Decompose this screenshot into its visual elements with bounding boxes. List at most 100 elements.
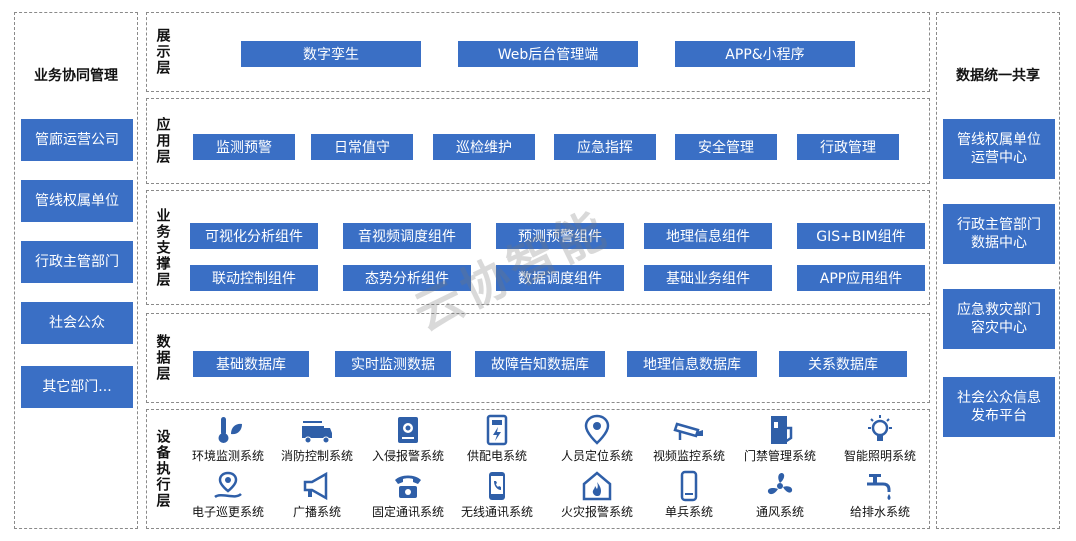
water-valve-icon	[867, 474, 891, 500]
right-item-1[interactable]: 行政主管部门 数据中心	[943, 204, 1055, 264]
support-item-r1-4[interactable]: GIS+BIM组件	[797, 223, 925, 249]
device-wireless-comm[interactable]: 无线通讯系统	[449, 470, 545, 520]
right-item-3[interactable]: 社会公众信息 发布平台	[943, 377, 1055, 437]
device-intrusion-alarm[interactable]: 入侵报警系统	[360, 414, 456, 464]
right-item-2[interactable]: 应急救灾部门 容灾中心	[943, 289, 1055, 349]
display-item-1[interactable]: Web后台管理端	[458, 41, 638, 67]
right-item-0-line2: 运营中心	[971, 150, 1027, 166]
device-video-surveillance[interactable]: 视频监控系统	[641, 414, 737, 464]
support-item-r2-0[interactable]: 联动控制组件	[190, 265, 318, 291]
data-item-3[interactable]: 地理信息数据库	[627, 351, 757, 377]
device-e-patrol[interactable]: 电子巡更系统	[180, 470, 276, 520]
right-item-1-line1: 行政主管部门	[957, 217, 1041, 233]
left-panel-title: 业务协同管理	[34, 68, 118, 84]
fan-icon	[767, 473, 793, 495]
support-item-r1-3[interactable]: 地理信息组件	[644, 223, 772, 249]
device-layer-label: 设备执行层	[154, 429, 171, 509]
device-label: 门禁管理系统	[743, 449, 816, 463]
device-fire-control[interactable]: 消防控制系统	[269, 414, 365, 464]
app-item-4[interactable]: 安全管理	[675, 134, 777, 160]
business-support-layer-label: 业务支撑层	[154, 207, 171, 288]
desk-phone-icon	[395, 475, 421, 498]
right-item-1-line2: 数据中心	[971, 235, 1027, 251]
device-environment[interactable]: 环境监测系统	[180, 414, 276, 464]
data-layer: 数据层 基础数据库 实时监测数据 故障告知数据库 地理信息数据库 关系数据库	[146, 313, 930, 403]
data-item-0[interactable]: 基础数据库	[193, 351, 309, 377]
device-label: 固定通讯系统	[371, 505, 444, 519]
support-item-r2-3[interactable]: 基础业务组件	[644, 265, 772, 291]
right-item-3-line1: 社会公众信息	[957, 390, 1041, 406]
power-meter-icon	[486, 414, 508, 446]
mobile-phone-icon	[489, 472, 505, 500]
left-item-4[interactable]: 其它部门...	[21, 366, 133, 408]
support-item-r2-1[interactable]: 态势分析组件	[343, 265, 471, 291]
right-item-2-line1: 应急救灾部门	[957, 302, 1041, 318]
megaphone-icon	[303, 471, 328, 501]
application-layer: 应用层 监测预警 日常值守 巡检维护 应急指挥 安全管理 行政管理	[146, 98, 930, 184]
device-water-supply[interactable]: 给排水系统	[832, 470, 928, 520]
device-label: 电子巡更系统	[191, 505, 264, 519]
support-item-r1-0[interactable]: 可视化分析组件	[190, 223, 318, 249]
support-item-r2-4[interactable]: APP应用组件	[797, 265, 925, 291]
device-fixed-comm[interactable]: 固定通讯系统	[360, 470, 456, 520]
device-label: 智能照明系统	[843, 449, 916, 463]
alarm-panel-icon	[398, 417, 418, 443]
device-label: 消防控制系统	[280, 449, 353, 463]
right-item-0-line1: 管线权属单位	[957, 132, 1041, 148]
location-pin-icon	[584, 414, 610, 445]
device-smart-lighting[interactable]: 智能照明系统	[832, 414, 928, 464]
support-item-r2-2[interactable]: 数据调度组件	[496, 265, 624, 291]
data-item-2[interactable]: 故障告知数据库	[475, 351, 605, 377]
display-layer: 展示层 数字孪生 Web后台管理端 APP&小程序	[146, 12, 930, 92]
right-panel: 数据统一共享 管线权属单位 运营中心 行政主管部门 数据中心 应急救灾部门 容灾…	[936, 12, 1060, 529]
left-item-2[interactable]: 行政主管部门	[21, 241, 133, 283]
cctv-camera-icon	[673, 422, 703, 440]
application-layer-label: 应用层	[154, 117, 171, 165]
device-label: 供配电系统	[466, 449, 527, 463]
display-item-0[interactable]: 数字孪生	[241, 41, 421, 67]
light-bulb-icon	[868, 415, 892, 441]
access-door-icon	[771, 416, 793, 444]
device-label: 通风系统	[755, 505, 804, 519]
device-label: 入侵报警系统	[371, 449, 444, 463]
device-layer: 设备执行层 环境监测系统 消防控制系统 入侵报警系统 供配电系统 人员定位系统 …	[146, 409, 930, 529]
right-panel-title: 数据统一共享	[956, 68, 1040, 84]
display-item-2[interactable]: APP&小程序	[675, 41, 855, 67]
left-item-0[interactable]: 管廊运营公司	[21, 119, 133, 161]
device-ventilation[interactable]: 通风系统	[732, 470, 828, 520]
display-layer-label: 展示层	[154, 28, 171, 76]
app-item-3[interactable]: 应急指挥	[554, 134, 656, 160]
fire-truck-icon	[302, 421, 332, 444]
device-label: 火灾报警系统	[560, 505, 633, 519]
handheld-device-icon	[680, 470, 698, 502]
support-item-r1-1[interactable]: 音视频调度组件	[343, 223, 471, 249]
device-fire-alarm[interactable]: 火灾报警系统	[549, 470, 645, 520]
left-item-3[interactable]: 社会公众	[21, 302, 133, 344]
device-label: 视频监控系统	[652, 449, 725, 463]
business-support-layer: 业务支撑层 可视化分析组件 音视频调度组件 预测预警组件 地理信息组件 GIS+…	[146, 190, 930, 305]
data-item-4[interactable]: 关系数据库	[779, 351, 907, 377]
left-item-1[interactable]: 管线权属单位	[21, 180, 133, 222]
device-label: 人员定位系统	[560, 449, 633, 463]
support-item-r1-2[interactable]: 预测预警组件	[496, 223, 624, 249]
app-item-1[interactable]: 日常值守	[311, 134, 413, 160]
app-item-2[interactable]: 巡检维护	[433, 134, 535, 160]
right-item-3-line2: 发布平台	[971, 408, 1027, 424]
device-broadcast[interactable]: 广播系统	[269, 470, 365, 520]
device-label: 广播系统	[292, 505, 341, 519]
app-item-0[interactable]: 监测预警	[193, 134, 295, 160]
data-layer-label: 数据层	[154, 334, 171, 382]
data-item-1[interactable]: 实时监测数据	[335, 351, 451, 377]
device-power[interactable]: 供配电系统	[449, 414, 545, 464]
patrol-route-icon	[214, 471, 242, 499]
right-item-0[interactable]: 管线权属单位 运营中心	[943, 119, 1055, 179]
device-label: 给排水系统	[849, 505, 910, 519]
device-label: 无线通讯系统	[460, 505, 533, 519]
fire-house-icon	[582, 471, 612, 501]
left-panel: 业务协同管理 管廊运营公司 管线权属单位 行政主管部门 社会公众 其它部门...	[14, 12, 138, 529]
device-access-control[interactable]: 门禁管理系统	[732, 414, 828, 464]
device-personnel-location[interactable]: 人员定位系统	[549, 414, 645, 464]
app-item-5[interactable]: 行政管理	[797, 134, 899, 160]
device-individual[interactable]: 单兵系统	[641, 470, 737, 520]
thermometer-leaf-icon	[218, 417, 242, 443]
